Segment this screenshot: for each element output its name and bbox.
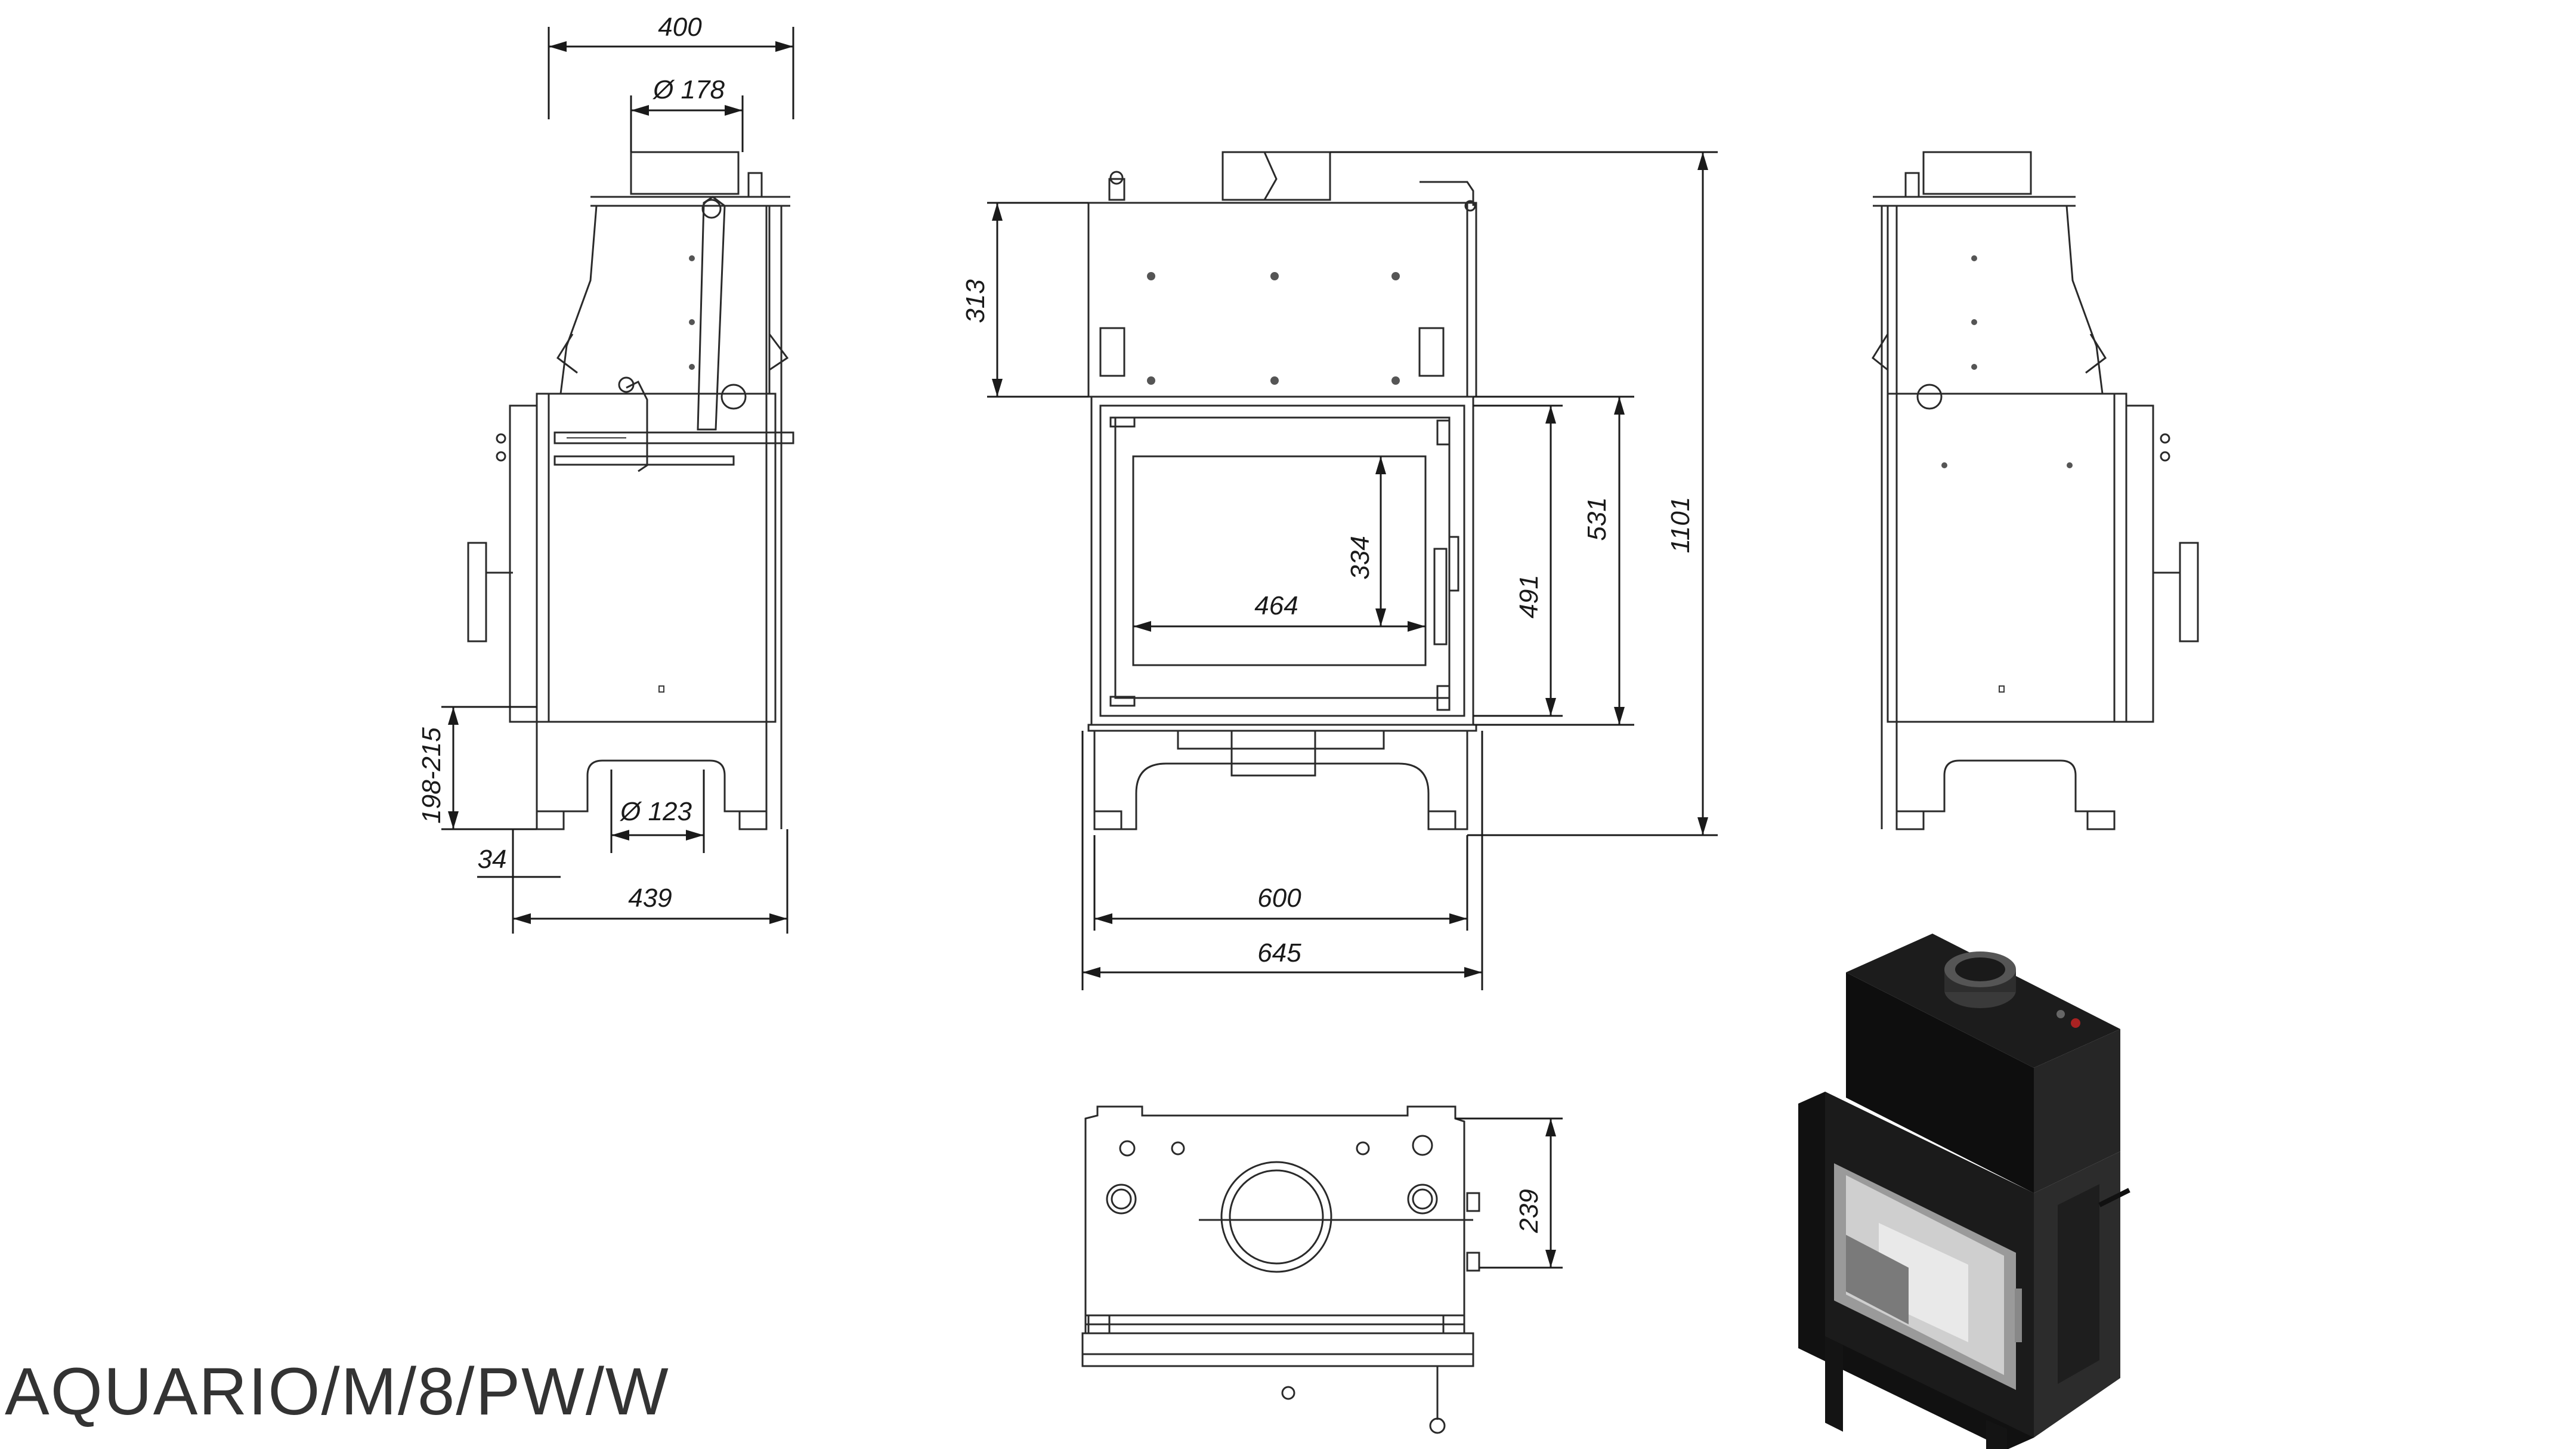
dim-side-width-top: 400	[658, 13, 702, 42]
dim-door-height-outer: 531	[1582, 497, 1612, 540]
dim-base-offset: 34	[478, 845, 507, 874]
dim-side-depth: 439	[628, 883, 672, 913]
dim-top-view-depth: 239	[1514, 1189, 1544, 1233]
left-side-view: 400 Ø 178 198-215 Ø 123 34 439	[417, 13, 794, 934]
dim-total-height: 1101	[1666, 497, 1695, 554]
dim-front-width-outer: 645	[1257, 938, 1301, 968]
fireplace-3d-render	[1798, 934, 2130, 1449]
dim-glass-height: 334	[1346, 536, 1375, 579]
dim-top-height: 313	[961, 279, 990, 323]
dim-air-inlet-diameter: Ø 123	[619, 797, 692, 826]
model-title: AQUARIO/M/8/PW/W	[5, 1354, 670, 1429]
top-view: 239	[1081, 1105, 1563, 1434]
dim-door-height-inner: 491	[1514, 574, 1544, 618]
front-view: 313 334 464 491 531 1101 600 645	[961, 151, 1718, 990]
dim-flue-diameter: Ø 178	[652, 75, 725, 104]
dim-front-width-inner: 600	[1257, 883, 1301, 913]
dim-air-inlet-height: 198-215	[417, 727, 446, 824]
right-side-view	[1872, 151, 2199, 830]
dim-glass-width: 464	[1254, 591, 1298, 620]
